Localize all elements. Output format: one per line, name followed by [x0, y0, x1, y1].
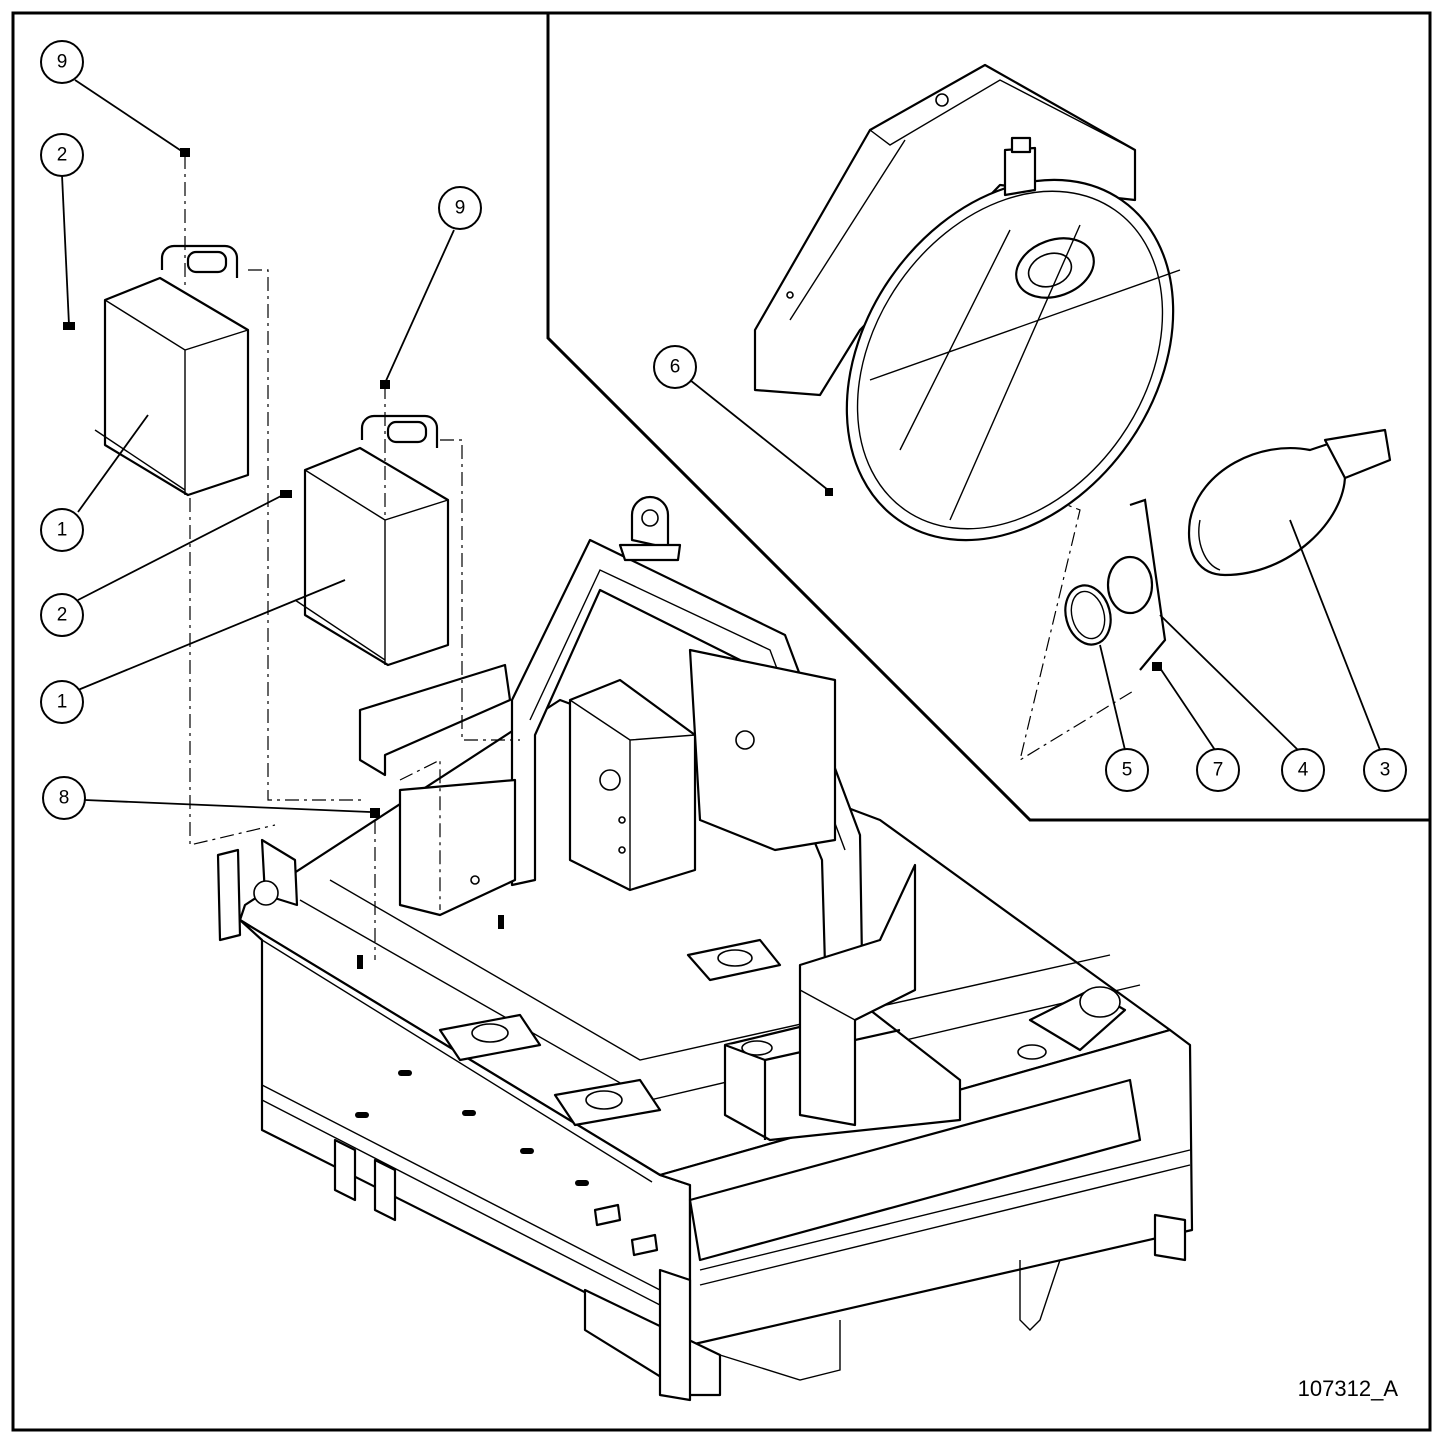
callout-item-4: 4 [1281, 748, 1325, 792]
lamp-bulb [1187, 428, 1392, 577]
callout-item-9-lower: 9 [438, 186, 482, 230]
callout-item-1-upper: 1 [40, 508, 84, 552]
svg-text:1: 1 [57, 692, 68, 713]
callout-item-7: 7 [1196, 748, 1240, 792]
hardware-items [63, 148, 1162, 969]
capacitor-upper [94, 244, 250, 497]
svg-text:2: 2 [57, 605, 68, 626]
front-panel-strip [358, 663, 517, 917]
deck-mounting-plates [438, 938, 782, 1127]
svg-text:6: 6 [670, 357, 681, 378]
leader-lines [61, 79, 1381, 813]
fill-pipe [1028, 986, 1127, 1052]
rear-panel [688, 648, 837, 852]
callout-item-8: 8 [42, 776, 86, 820]
callout-item-2-upper: 2 [40, 133, 84, 177]
lamp-socket-fitting [1003, 136, 1037, 197]
assembly-centerlines [184, 155, 1136, 960]
callout-item-2-lower: 2 [40, 593, 84, 637]
drawing-number: 107312_A [1298, 1376, 1399, 1401]
callout-item-1-lower: 1 [40, 680, 84, 724]
ballast-box [568, 678, 697, 892]
retaining-ring [1064, 584, 1112, 646]
svg-text:4: 4 [1298, 760, 1309, 781]
svg-text:2: 2 [57, 145, 68, 166]
callout-item-3: 3 [1363, 748, 1407, 792]
svg-text:7: 7 [1213, 760, 1224, 781]
drawing-border [11, 11, 1432, 1432]
svg-text:9: 9 [455, 198, 466, 219]
callout-item-5: 5 [1105, 748, 1149, 792]
detail-inset-frame [546, 13, 1430, 822]
callout-item-9-upper: 9 [40, 40, 84, 84]
svg-text:5: 5 [1122, 760, 1133, 781]
side-wall-slots [355, 1070, 589, 1186]
svg-text:1: 1 [57, 520, 68, 541]
svg-text:9: 9 [57, 52, 68, 73]
spring-clip [1106, 498, 1167, 671]
callout-item-6: 6 [653, 345, 697, 389]
callout-balloons: 9 2 9 1 2 1 8 6 [40, 40, 1407, 820]
lamp-reflector [845, 178, 1181, 542]
front-studs [593, 1203, 659, 1257]
right-upright [798, 863, 917, 1127]
capacitor-lower [294, 414, 450, 667]
svg-text:3: 3 [1380, 760, 1391, 781]
svg-text:8: 8 [59, 788, 70, 809]
